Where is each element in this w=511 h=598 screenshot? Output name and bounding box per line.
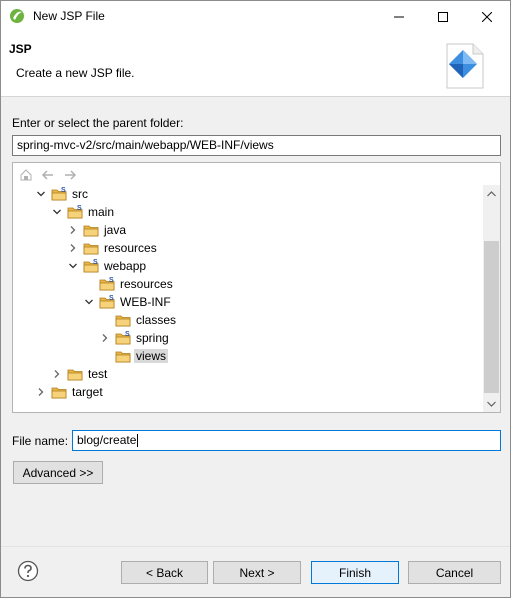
wizard-page-title: JSP <box>9 42 32 56</box>
tree-item-label: resources <box>120 277 173 291</box>
title-bar: New JSP File <box>1 1 510 32</box>
svg-text:S: S <box>125 331 130 338</box>
svg-text:S: S <box>93 259 98 266</box>
svg-text:S: S <box>61 187 66 194</box>
tree-item-label: webapp <box>104 259 147 273</box>
tree-item[interactable]: resources <box>67 239 159 257</box>
tree-item-label: views <box>134 349 169 363</box>
folder-icon <box>115 312 131 328</box>
tree-spacer <box>99 314 111 326</box>
tree-item[interactable]: S WEB-INF <box>83 293 173 311</box>
svg-text:S: S <box>109 295 114 302</box>
folder-icon <box>115 348 131 364</box>
home-icon[interactable] <box>18 167 34 183</box>
forward-arrow-icon[interactable] <box>62 167 78 183</box>
minimize-icon <box>394 16 404 17</box>
cancel-button[interactable]: Cancel <box>408 561 501 584</box>
minimize-button[interactable] <box>377 1 421 32</box>
chevron-right-icon[interactable] <box>99 332 111 344</box>
tree-spacer <box>83 278 95 290</box>
svg-text:S: S <box>109 277 114 284</box>
close-button[interactable] <box>465 1 509 32</box>
chevron-down-icon[interactable] <box>83 296 95 308</box>
tree-item[interactable]: views <box>99 347 169 365</box>
source-folder-icon: S <box>115 330 131 346</box>
close-icon <box>482 11 492 22</box>
file-name-input[interactable]: blog/create <box>72 430 501 451</box>
next-button[interactable]: Next > <box>213 561 301 584</box>
chevron-down-icon[interactable] <box>35 188 47 200</box>
eclipse-app-icon <box>9 8 25 24</box>
source-folder-icon: S <box>67 204 83 220</box>
help-icon[interactable] <box>17 560 39 582</box>
tree-item-label: main <box>88 205 115 219</box>
parent-folder-input[interactable]: spring-mvc-v2/src/main/webapp/WEB-INF/vi… <box>12 135 501 156</box>
tree-item[interactable]: test <box>51 365 109 383</box>
window-title: New JSP File <box>33 9 105 23</box>
advanced-button[interactable]: Advanced >> <box>13 461 103 484</box>
chevron-right-icon[interactable] <box>67 242 79 254</box>
folder-icon <box>83 240 99 256</box>
wizard-page-description: Create a new JSP file. <box>16 66 135 80</box>
tree-item-label: classes <box>136 313 177 327</box>
folder-icon <box>67 366 83 382</box>
source-folder-icon: S <box>99 294 115 310</box>
tree-item-label: target <box>72 385 103 399</box>
tree-item[interactable]: target <box>35 383 105 401</box>
tree-item-label: spring <box>136 331 169 345</box>
back-button[interactable]: < Back <box>121 561 208 584</box>
text-caret <box>137 434 139 448</box>
chevron-right-icon[interactable] <box>67 224 79 236</box>
back-arrow-icon[interactable] <box>40 167 56 183</box>
source-folder-icon: S <box>99 276 115 292</box>
file-name-label: File name: <box>12 434 69 448</box>
chevron-right-icon[interactable] <box>35 386 47 398</box>
jsp-wizard-icon <box>441 40 489 92</box>
chevron-down-icon[interactable] <box>67 260 79 272</box>
maximize-button[interactable] <box>421 1 465 32</box>
folder-icon <box>83 222 99 238</box>
tree-item-label: java <box>104 223 127 237</box>
tree-item[interactable]: java <box>67 221 128 239</box>
wizard-banner: JSP Create a new JSP file. <box>1 32 510 97</box>
tree-item-label: WEB-INF <box>120 295 171 309</box>
tree-scrollbar[interactable] <box>483 185 500 412</box>
parent-folder-label: Enter or select the parent folder: <box>12 116 184 130</box>
tree-item-label: test <box>88 367 108 381</box>
chevron-down-icon[interactable] <box>51 206 63 218</box>
source-folder-icon: S <box>51 186 67 202</box>
tree-item-label: resources <box>104 241 157 255</box>
divider <box>1 546 510 547</box>
chevron-right-icon[interactable] <box>51 368 63 380</box>
scroll-thumb[interactable] <box>484 241 499 393</box>
tree-spacer <box>99 350 111 362</box>
folder-icon <box>51 384 67 400</box>
tree-toolbar <box>18 166 78 184</box>
scroll-up-icon[interactable] <box>483 185 500 202</box>
svg-text:S: S <box>77 205 82 212</box>
tree-item[interactable]: classes <box>99 311 178 329</box>
finish-button[interactable]: Finish <box>311 561 399 584</box>
file-name-value: blog/create <box>77 433 137 447</box>
source-folder-icon: S <box>83 258 99 274</box>
maximize-icon <box>438 11 448 22</box>
tree-item-label: src <box>72 187 88 201</box>
scroll-down-icon[interactable] <box>483 395 500 412</box>
